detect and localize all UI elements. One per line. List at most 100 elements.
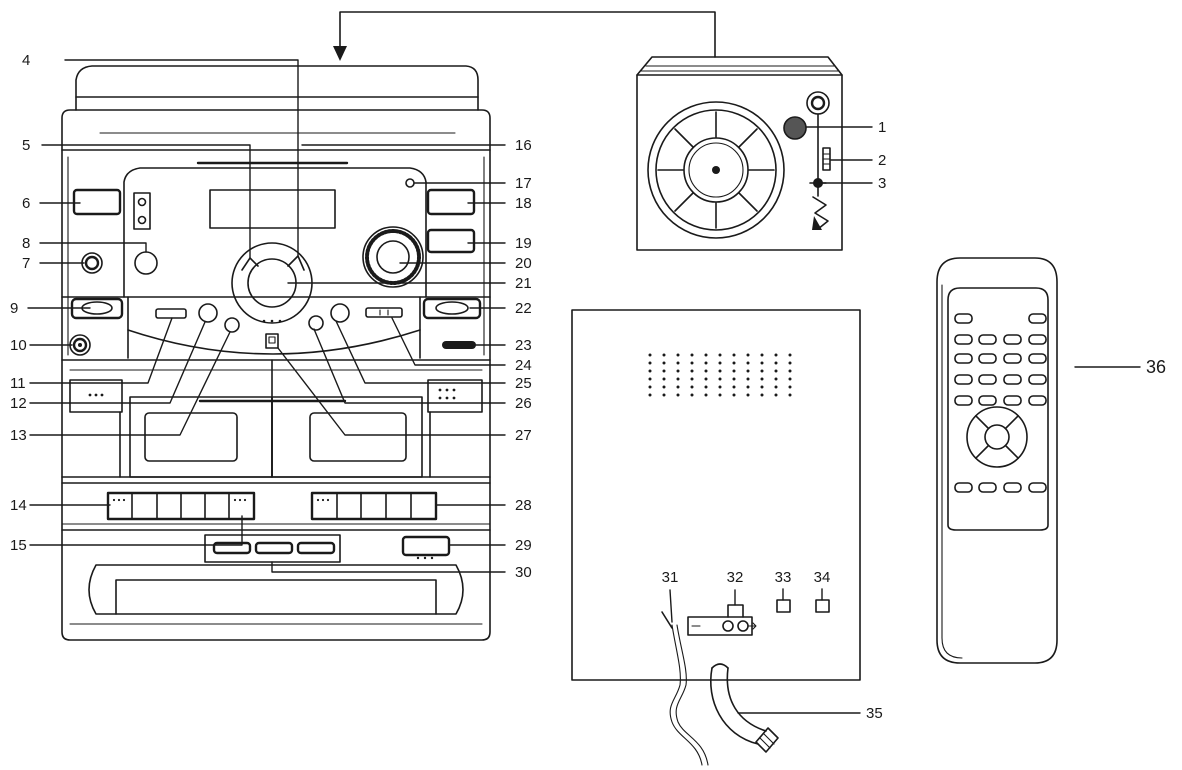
callout-36: 36 (1074, 357, 1166, 377)
platter (647, 101, 785, 239)
callout-label: 2 (878, 152, 886, 169)
callout-label: 14 (10, 497, 27, 514)
callout-label: 32 (727, 569, 744, 586)
knob-25 (330, 303, 350, 323)
callout-label: 12 (10, 395, 27, 412)
callout-5: 5 (22, 137, 251, 259)
deck-buttons-right (310, 491, 438, 521)
terminal-32 (687, 604, 757, 636)
callout-label: 36 (1146, 357, 1166, 377)
knob-7 (81, 252, 103, 274)
deck-buttons-left (106, 491, 256, 521)
callout-label: 22 (515, 300, 532, 317)
callout-label: 10 (10, 337, 27, 354)
callout-8: 8 (22, 235, 147, 253)
callout-label: 15 (10, 537, 27, 554)
callout-label: 13 (10, 427, 27, 444)
callout-label: 20 (515, 255, 532, 272)
cd-button-group (204, 534, 341, 563)
turntable (636, 56, 843, 251)
callout-label: 8 (22, 235, 30, 252)
callout-25: 25 (335, 320, 532, 392)
callout-30: 30 (271, 561, 532, 581)
button-27 (265, 333, 279, 349)
callout-label: 26 (515, 395, 532, 412)
right-deck-strip (427, 379, 483, 413)
button-19 (426, 228, 476, 254)
callout-label: 7 (22, 255, 30, 272)
tonearm (806, 91, 830, 230)
turntable-base (636, 74, 843, 251)
callout-label: 35 (866, 705, 883, 722)
callout-35: 35 (737, 705, 883, 722)
callout-34: 34 (814, 569, 831, 601)
callout-label: 28 (515, 497, 532, 514)
callout-26: 26 (313, 328, 532, 412)
callout-20: 20 (399, 255, 532, 272)
cassette-door-right (271, 396, 423, 478)
cassette-door-left (129, 396, 273, 478)
callout-19: 19 (467, 235, 532, 252)
wire-31 (661, 611, 709, 766)
callout-17: 17 (413, 175, 532, 192)
callout-1: 1 (805, 119, 886, 136)
callout-33: 33 (775, 569, 792, 601)
back-panel (571, 309, 861, 766)
callout-label: 30 (515, 564, 532, 581)
callout-14: 14 (10, 497, 111, 514)
callout-label: 5 (22, 137, 30, 154)
headphone-jack-10 (69, 334, 91, 356)
callout-28: 28 (435, 497, 532, 514)
knob-12 (198, 303, 218, 323)
knob-26 (308, 315, 324, 331)
callout-label: 21 (515, 275, 532, 292)
remote-buttons (954, 313, 1047, 493)
callout-label: 1 (878, 119, 886, 136)
remote-dpad (966, 406, 1028, 468)
button-8 (134, 251, 158, 275)
slider-11 (155, 308, 187, 319)
callout-24: 24 (391, 317, 532, 374)
cd-tray (88, 564, 464, 615)
callout-6: 6 (22, 195, 81, 212)
callout-label: 11 (10, 375, 26, 392)
cd-section (69, 534, 483, 625)
callout-29: 29 (448, 537, 532, 554)
callout-4: 4 (22, 52, 299, 257)
selector-switch (133, 192, 151, 230)
turntable-connection-line (333, 11, 716, 61)
jack-34 (815, 599, 830, 613)
callout-23: 23 (475, 337, 532, 354)
cabinet-outline (61, 65, 491, 641)
arrow-down-icon (333, 46, 347, 61)
callout-11: 11 (10, 317, 173, 392)
callout-label: 6 (22, 195, 30, 212)
callout-label: 16 (515, 137, 532, 154)
callout-label: 4 (22, 52, 30, 69)
lift-lever-2 (822, 147, 831, 171)
back-panel-outline (571, 309, 861, 681)
callout-31: 31 (662, 569, 678, 623)
display-window (209, 189, 336, 229)
callout-label: 17 (515, 175, 532, 192)
callout-label: 25 (515, 375, 532, 392)
remote-keypad-panel (947, 287, 1049, 531)
callout-label: 29 (515, 537, 532, 554)
left-deck-strip (69, 379, 123, 413)
callout-label: 34 (814, 569, 831, 586)
indicator-17 (405, 178, 415, 188)
callout-2: 2 (830, 152, 886, 169)
callout-22: 22 (469, 300, 532, 317)
cassette-window-right (309, 412, 407, 462)
turntable-lid (636, 56, 843, 76)
callout-18: 18 (467, 195, 532, 212)
callout-label: 19 (515, 235, 532, 252)
callout-21: 21 (287, 275, 532, 292)
callout-label: 24 (515, 357, 532, 374)
callout-32: 32 (727, 569, 744, 606)
button-6 (72, 188, 122, 216)
callout-label: 33 (775, 569, 792, 586)
callout-13: 13 (10, 331, 231, 444)
callout-3: 3 (822, 175, 886, 192)
